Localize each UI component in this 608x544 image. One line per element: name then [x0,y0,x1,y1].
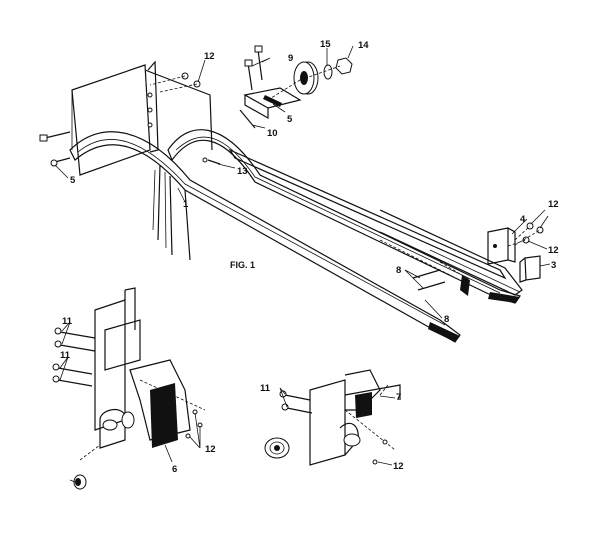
callout-1: 1 [183,199,189,210]
callout-13: 13 [237,166,248,177]
pulley-assembly [239,45,353,129]
callout-11-c: 11 [260,383,271,394]
callout-11-b: 11 [60,350,71,361]
bolt-left [44,131,71,139]
screw-11e [284,394,311,401]
rail-end-bracket [379,209,523,296]
screw-11f [286,407,313,414]
callout-14: 14 [358,40,369,51]
callout-3: 3 [551,260,556,271]
callout-9: 9 [288,53,293,64]
callout-10: 10 [267,128,278,139]
nut-12-lower [372,459,378,465]
leader-lines [54,45,551,483]
bracket-6 [129,359,191,441]
lower-right-assembly [264,369,401,466]
screw-11d [57,379,93,387]
main-rail-assembly [69,60,523,343]
rail-clip [460,275,470,296]
callout-12-a: 12 [204,51,215,62]
screw-13 [207,159,221,165]
end-bracket-assembly [412,222,544,291]
pulley-wheel [293,61,319,95]
support-bar [228,148,507,280]
figure-label: FIG. 1 [230,260,255,270]
callout-15: 15 [320,39,331,50]
lower-left-assembly [52,287,206,490]
callout-4: 4 [520,214,526,225]
callout-5-b: 5 [70,175,76,186]
washer-15 [323,64,333,80]
wheel [264,437,290,459]
pulley-bracket [243,87,302,109]
bracket-4 [487,227,509,265]
bolts-8 [412,269,446,291]
callout-12-e: 12 [393,461,404,472]
bushing [343,433,361,447]
rear-rail [167,129,521,304]
callout-8-b: 8 [444,314,449,325]
callout-labels: 12 9 15 14 5 10 13 5 1 4 12 12 3 FIG. 1 … [60,39,559,475]
upright-right [309,379,346,466]
callout-7: 7 [396,392,401,403]
callout-11-a: 11 [62,316,73,327]
bolt-9b [247,62,253,91]
upper-hardware [39,72,221,167]
bolt-9a [257,49,263,81]
side-plate [71,60,213,176]
callout-12-b: 12 [548,199,559,210]
clip-3 [524,255,541,281]
screw-11b [59,344,96,352]
callout-12-d: 12 [205,444,216,455]
callout-5-a: 5 [287,114,293,125]
nut-14 [335,57,353,75]
front-rail [69,131,461,343]
callout-12-c: 12 [548,245,559,256]
callout-6: 6 [172,464,177,475]
callout-8-a: 8 [396,265,401,276]
